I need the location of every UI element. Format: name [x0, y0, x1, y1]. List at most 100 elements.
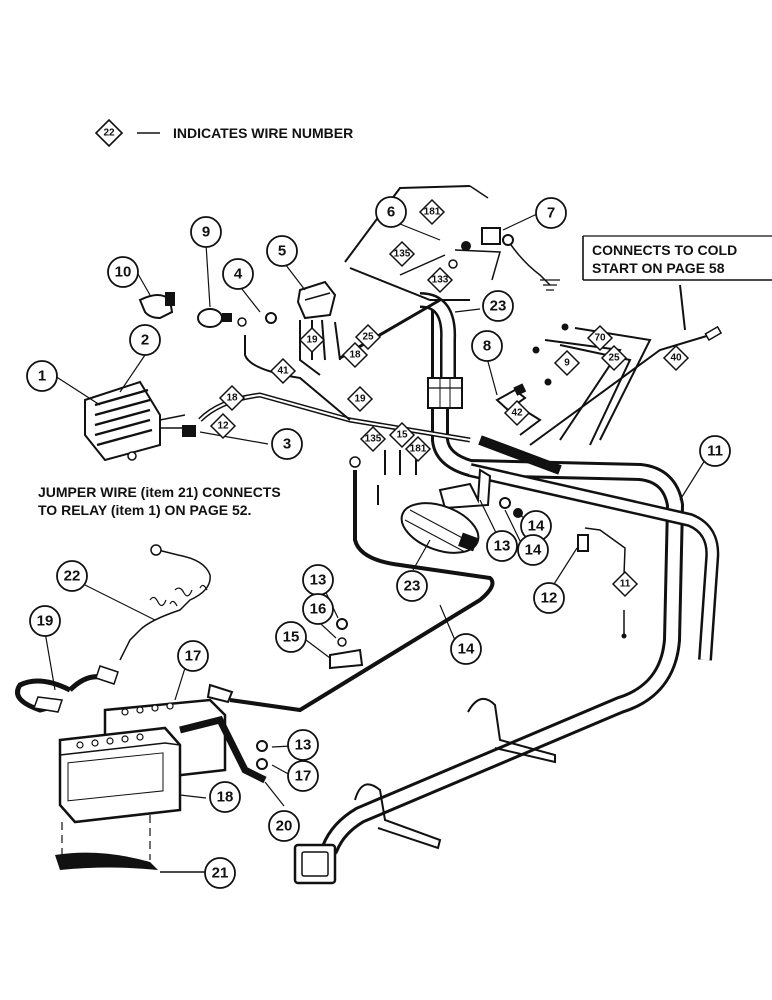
- callout-number: 23: [490, 298, 507, 315]
- wire-tag-number: 133: [432, 275, 449, 286]
- callout-circle: [129, 324, 161, 356]
- strap-clamp-lower: [354, 783, 442, 850]
- callout-number: 12: [541, 590, 558, 607]
- cell-cap: [76, 741, 84, 749]
- callout-number: 18: [217, 789, 234, 806]
- wire-tag-25: 25: [354, 323, 382, 351]
- callout-13: 13: [486, 530, 518, 562]
- harness-fill: [324, 304, 682, 854]
- wire-tag-diamond: [269, 357, 297, 385]
- wire-tag-diamond: [298, 326, 326, 354]
- wire-25: [559, 344, 632, 446]
- wire-tag-diamond: [354, 323, 382, 351]
- cold-start-line1: CONNECTS TO COLD: [592, 242, 737, 258]
- wire-tag-number: 12: [217, 421, 229, 432]
- wire-end-dot: [621, 633, 627, 639]
- harness-branch-fill: [469, 465, 717, 661]
- callout-11: 11: [699, 435, 731, 467]
- callout-number: 6: [387, 204, 395, 221]
- wire-tag-number: 11: [620, 579, 631, 590]
- jumper-wire-21: [119, 549, 211, 661]
- terminal-block-7: [481, 227, 501, 245]
- sender-11: [577, 534, 589, 552]
- ring-terminal: [349, 456, 361, 468]
- terminal-items: [448, 227, 514, 269]
- bracket-12: [438, 468, 492, 510]
- cold-start-note: CONNECTS TO COLD START ON PAGE 58: [582, 235, 772, 281]
- wire-tag-18: 18: [341, 341, 369, 369]
- clip-16: [329, 648, 364, 670]
- cable-15-terminal: [206, 683, 234, 704]
- callout-circle: [471, 330, 503, 362]
- leader: [486, 357, 498, 396]
- callout-number: 2: [141, 332, 149, 349]
- leader: [264, 781, 285, 807]
- leader: [502, 213, 538, 231]
- relay-plug: [182, 425, 196, 437]
- callout-8: 8: [471, 330, 503, 362]
- leader: [504, 509, 524, 548]
- wire-tag-number: 181: [424, 207, 441, 218]
- elbow-nut: [165, 292, 175, 306]
- callout-23: 23: [396, 570, 428, 602]
- starter-area: [349, 450, 627, 639]
- wire-9: [544, 339, 622, 441]
- wire-133-run: [399, 254, 446, 276]
- wire-end: [469, 185, 489, 199]
- connector-face: [301, 851, 329, 877]
- break-mark: [149, 596, 178, 607]
- leader: [44, 631, 56, 691]
- callout-circle: [177, 640, 209, 672]
- cable-18-terminal: [32, 696, 64, 713]
- hardware-group: [256, 618, 364, 770]
- battery-top-edge: [59, 742, 181, 756]
- callout-number: 13: [494, 538, 511, 555]
- terminal-7-ring: [502, 234, 514, 246]
- jumper-note-line1: JUMPER WIRE (item 21) CONNECTS: [38, 484, 281, 500]
- callout-circle: [275, 621, 307, 653]
- cell-cap: [121, 735, 129, 743]
- cable-15: [206, 470, 495, 713]
- relay-wires: [299, 319, 341, 376]
- callout-circle: [26, 360, 58, 392]
- legend-text: INDICATES WIRE NUMBER: [173, 125, 353, 141]
- callout-15: 15: [275, 621, 307, 653]
- wire-tag-181: 181: [418, 198, 446, 226]
- callout-4: 4: [222, 258, 254, 290]
- wire-tag-25: 25: [600, 344, 628, 372]
- callout-circle: [107, 256, 139, 288]
- leader: [679, 459, 706, 501]
- lower-right-parts: [293, 697, 556, 885]
- upper-left-components: [138, 280, 337, 328]
- wire-tag-number: 15: [396, 430, 408, 441]
- switch-body: [296, 280, 337, 320]
- wire-tag-diamond: [209, 412, 237, 440]
- callout-13: 13: [302, 564, 334, 596]
- switch-detail: [304, 292, 331, 301]
- callout-circle: [222, 258, 254, 290]
- wire-tag-41: 41: [269, 357, 297, 385]
- leader: [137, 273, 151, 296]
- cold-start-lead: [679, 284, 686, 331]
- callout-18: 18: [209, 781, 241, 813]
- callout-circle: [486, 530, 518, 562]
- wire-tag-number: 18: [226, 393, 238, 404]
- battery-label: [67, 752, 164, 802]
- main-harness: [321, 292, 720, 857]
- battery-tray-20: [55, 852, 158, 870]
- callout-5: 5: [266, 235, 298, 267]
- legend-diamond: [94, 118, 124, 148]
- callout-17: 17: [287, 760, 319, 792]
- callout-10: 10: [107, 256, 139, 288]
- callout-number: 19: [37, 613, 54, 630]
- leader: [439, 604, 458, 646]
- wire-11: [584, 527, 626, 576]
- callout-16: 16: [302, 593, 334, 625]
- callout-number: 11: [707, 443, 723, 460]
- callout-number: 10: [115, 264, 132, 281]
- wire-tag-19: 19: [346, 385, 374, 413]
- wire-tag-42: 42: [503, 399, 531, 427]
- jumper-note-line2: TO RELAY (item 1) ON PAGE 52.: [38, 502, 251, 518]
